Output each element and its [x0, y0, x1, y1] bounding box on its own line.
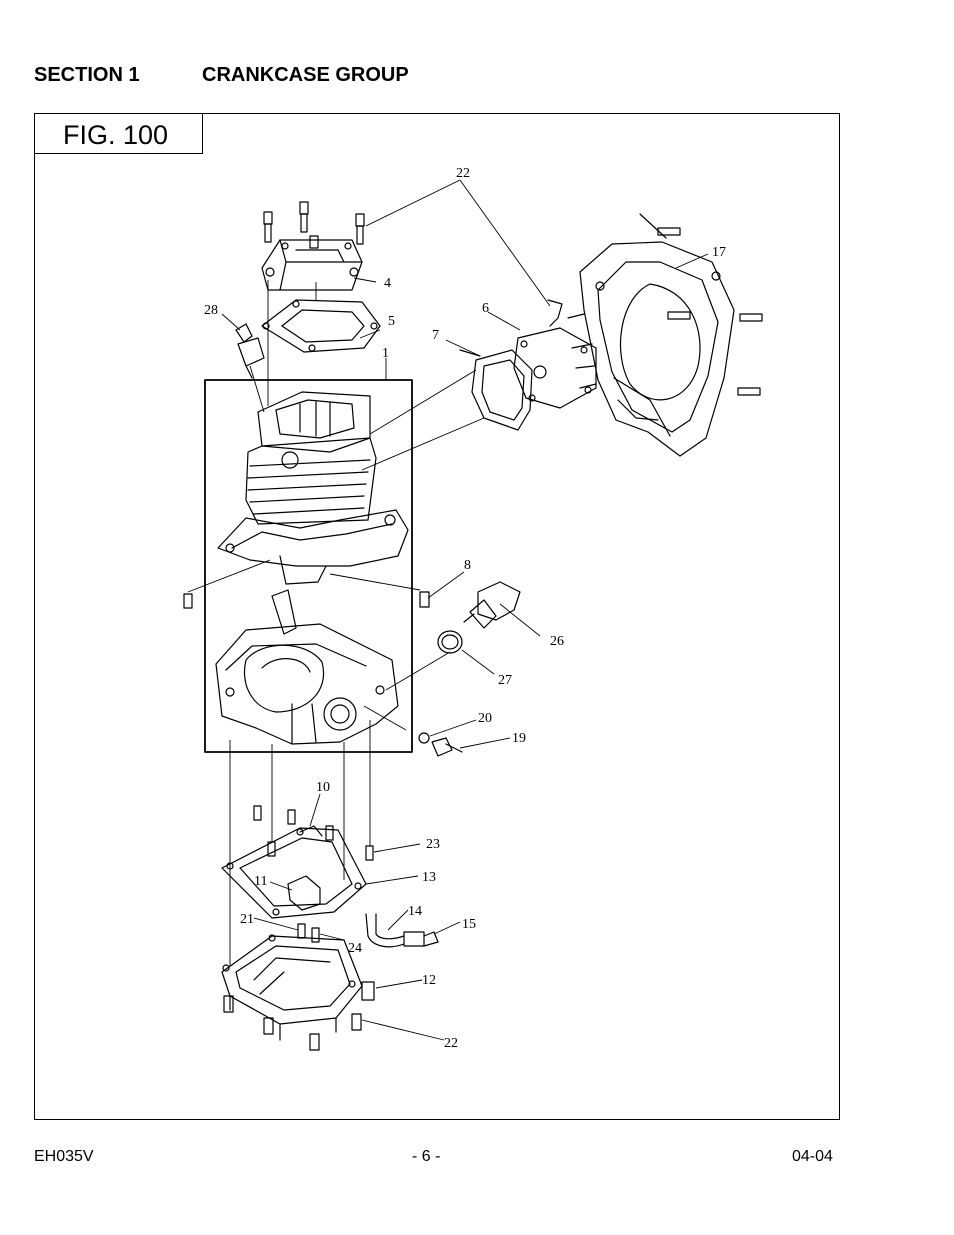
callout-17: 17: [712, 245, 726, 260]
callout-24: 24: [348, 941, 362, 956]
footer-model: EH035V: [34, 1148, 94, 1165]
callout-1: 1: [382, 346, 389, 361]
callout-4: 4: [384, 276, 391, 291]
head-cover-part: [261, 201, 365, 291]
callout-23: 23: [426, 837, 440, 852]
callout-13: 13: [422, 870, 436, 885]
callout-15: 15: [462, 917, 476, 932]
callout-21: 21: [240, 912, 254, 927]
callout-7: 7: [432, 328, 439, 343]
callout-11: 11: [254, 874, 267, 889]
oil-pan-gasket-part: [221, 805, 374, 943]
small-fastener-parts: [183, 581, 521, 757]
subassembly-box: [204, 379, 413, 753]
head-gasket-part: [261, 299, 381, 353]
figure-label: FIG. 100: [63, 120, 169, 150]
callout-27: 27: [498, 673, 512, 688]
oil-pan-part: [221, 934, 375, 1051]
callout-20: 20: [478, 711, 492, 726]
crankcase-part: [215, 589, 399, 745]
leader-lines: [187, 179, 709, 1041]
callout-14: 14: [408, 904, 422, 919]
spark-plug-part: [235, 323, 265, 379]
footer-date: 04-04: [792, 1148, 833, 1165]
oil-tube-part: [365, 913, 439, 948]
callout-22-top: 22: [456, 166, 470, 181]
footer-page-number: - 6 -: [412, 1148, 441, 1165]
section-number: SECTION 1: [34, 64, 140, 86]
callout-12: 12: [422, 973, 436, 988]
callout-10: 10: [316, 780, 330, 795]
fan-housing-part: [579, 213, 763, 457]
side-cover-part: [459, 299, 597, 431]
callout-labels: 22 4 5 1 28 6 7 17 8 26 27 20 19 10 23 1…: [204, 166, 726, 1051]
section-title: CRANKCASE GROUP: [202, 64, 409, 86]
callout-22-bottom: 22: [444, 1036, 458, 1051]
callout-5: 5: [388, 314, 395, 329]
callout-8: 8: [464, 558, 471, 573]
callout-28: 28: [204, 303, 218, 318]
figure-label-box: FIG. 100: [35, 114, 203, 154]
cylinder-part: [217, 391, 409, 585]
figure-frame: FIG. 100: [34, 113, 840, 1120]
callout-19: 19: [512, 731, 526, 746]
callout-26: 26: [550, 634, 564, 649]
callout-6: 6: [482, 301, 489, 316]
